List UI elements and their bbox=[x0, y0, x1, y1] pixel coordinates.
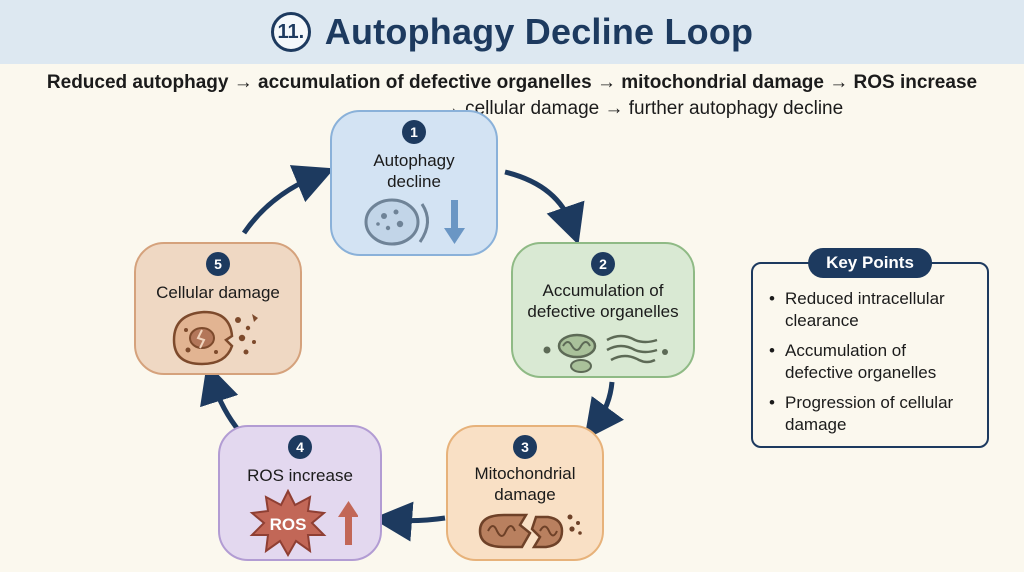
arrow-3-to-4 bbox=[372, 501, 446, 542]
pathway-summary: Reduced autophagy → accumulation of defe… bbox=[0, 70, 1024, 122]
page-title: Autophagy Decline Loop bbox=[324, 11, 754, 52]
title-number-badge: 11. bbox=[270, 12, 311, 52]
key-points-list: Reduced intracellular clearance Accumula… bbox=[753, 264, 987, 436]
step-number-badge: 3 bbox=[513, 435, 537, 459]
lysosome-down-arrow-icon bbox=[364, 198, 465, 246]
step-number-badge: 5 bbox=[206, 252, 230, 276]
ros-burst-up-arrow-icon: ROS bbox=[249, 489, 358, 557]
cycle-node-accumulation-of-defective-organelles: 2 Accumulation of defective organelles bbox=[511, 242, 695, 378]
key-points-box: Key Points Reduced intracellular clearan… bbox=[751, 248, 989, 448]
node-label: Autophagy decline bbox=[373, 151, 455, 191]
step-number-badge: 1 bbox=[402, 120, 426, 144]
pathway-summary-line1: Reduced autophagy → accumulation of defe… bbox=[46, 72, 978, 93]
node-label: Accumulation of defective organelles bbox=[527, 281, 679, 321]
damaged-cell-icon bbox=[172, 310, 258, 366]
cycle-node-autophagy-decline: 1 Autophagy decline bbox=[330, 110, 498, 256]
key-point-item: Reduced intracellular clearance bbox=[767, 288, 977, 332]
key-point-item: Progression of cellular damage bbox=[767, 392, 977, 436]
defective-organelles-icon bbox=[543, 333, 668, 373]
ros-burst-label: ROS bbox=[270, 515, 307, 534]
key-point-item: Accumulation of defective organelles bbox=[767, 340, 977, 384]
arrow-1-to-2 bbox=[504, 169, 585, 245]
arrow-2-to-3 bbox=[584, 381, 624, 441]
cycle-node-ros-increase: 4 ROS increase ROS bbox=[218, 425, 382, 561]
cycle-node-mitochondrial-damage: 3 Mitochondrial damage bbox=[446, 425, 604, 561]
arrow-4-to-5 bbox=[200, 362, 242, 434]
cycle-node-cellular-damage: 5 Cellular damage bbox=[134, 242, 302, 375]
node-label: ROS increase bbox=[247, 466, 353, 485]
broken-mitochondrion-icon bbox=[478, 513, 582, 549]
step-number-badge: 2 bbox=[591, 252, 615, 276]
node-label: Mitochondrial damage bbox=[474, 464, 576, 504]
step-number-badge: 4 bbox=[288, 435, 312, 459]
arrow-5-to-1 bbox=[241, 165, 335, 235]
node-label: Cellular damage bbox=[156, 283, 280, 302]
pathway-summary-line2: → cellular damage → further autophagy de… bbox=[440, 98, 844, 119]
key-points-title: Key Points bbox=[808, 248, 932, 278]
title-bar: 11. Autophagy Decline Loop bbox=[0, 0, 1024, 64]
